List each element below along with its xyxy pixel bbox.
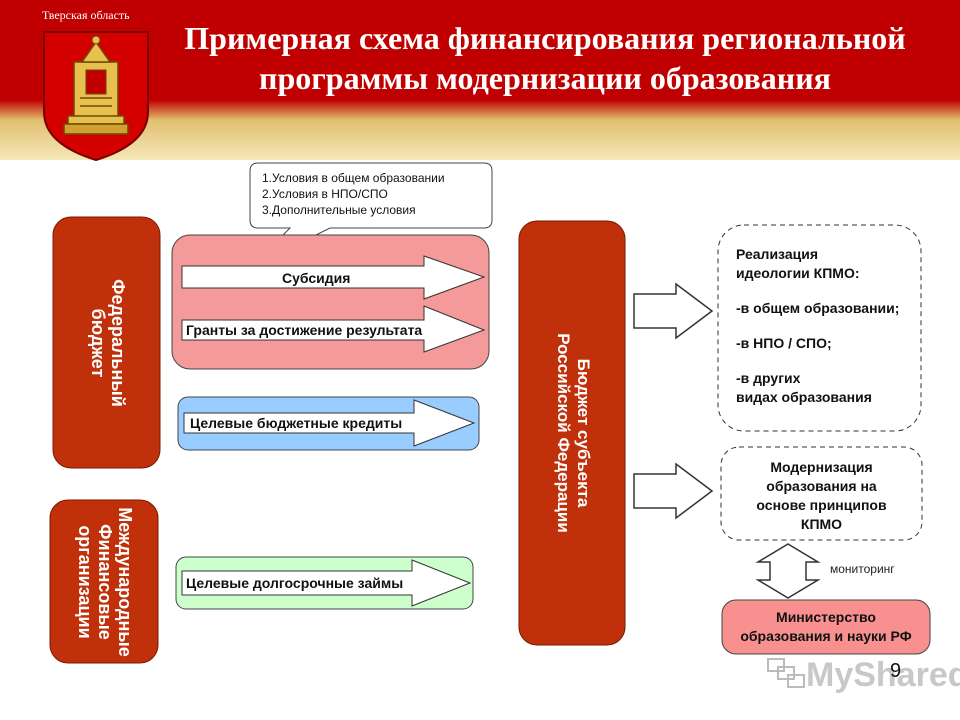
header-banner [0, 0, 960, 160]
subsidy-label: Субсидия [282, 270, 351, 286]
watermark-text: MyShared [806, 656, 960, 694]
realization-text: Реализация идеологии КПМО: -в общем обра… [736, 245, 926, 407]
ministry-box [721, 599, 931, 655]
page-number: 9 [890, 660, 902, 682]
realization-item: -в НПО / СПО; [736, 335, 832, 351]
callout-item: 2.Условия в НПО/СПО [262, 187, 388, 201]
realization-item: -в общем образовании; [736, 300, 900, 316]
subject-budget-label: Бюджет субъекта Российской Федерации [554, 333, 593, 533]
region-label: Тверская область [42, 8, 130, 22]
loans-arrow [181, 559, 472, 607]
monitoring-arrow [755, 543, 821, 599]
subsidy-arrow [181, 255, 486, 300]
callout-item: 3.Дополнительные условия [262, 203, 416, 217]
intl-orgs-box [49, 499, 159, 664]
credits-arrow [183, 399, 476, 447]
credits-label: Целевые бюджетные кредиты [190, 415, 403, 431]
to-realization-arrow [633, 282, 714, 340]
title-line-2: программы модернизации образования [259, 60, 831, 96]
modernization-text: Модернизация образования на основе принц… [756, 459, 887, 532]
grants-label: Гранты за достижение результата [186, 322, 423, 338]
loans-label: Целевые долгосрочные займы [186, 575, 404, 591]
realization-item: -в других [736, 370, 801, 386]
callout-list: 1.Условия в общем образовании 2.Условия … [262, 170, 445, 218]
to-modernization-arrow [633, 462, 714, 520]
realization-item: видах образования [736, 389, 872, 405]
coat-of-arms-icon [43, 31, 149, 162]
intl-orgs-label: Международные Финансовые организации [75, 507, 135, 657]
callout-item: 1.Условия в общем образовании [262, 171, 445, 185]
title-line-1: Примерная схема финансирования региональ… [184, 20, 906, 56]
grants-arrow [181, 305, 486, 353]
watermark-logo-icon [767, 658, 805, 688]
monitoring-label: мониторинг [830, 562, 895, 576]
realization-box [717, 224, 922, 432]
federal-budget-box [52, 216, 161, 469]
modernization-box [720, 446, 923, 541]
page-title: Примерная схема финансирования региональ… [170, 18, 920, 98]
ministry-text: Министерство образования и науки РФ [740, 609, 912, 644]
federal-budget-label: Федеральный бюджет [88, 279, 128, 407]
pink-panel [171, 234, 490, 370]
subject-budget-box [518, 220, 626, 646]
